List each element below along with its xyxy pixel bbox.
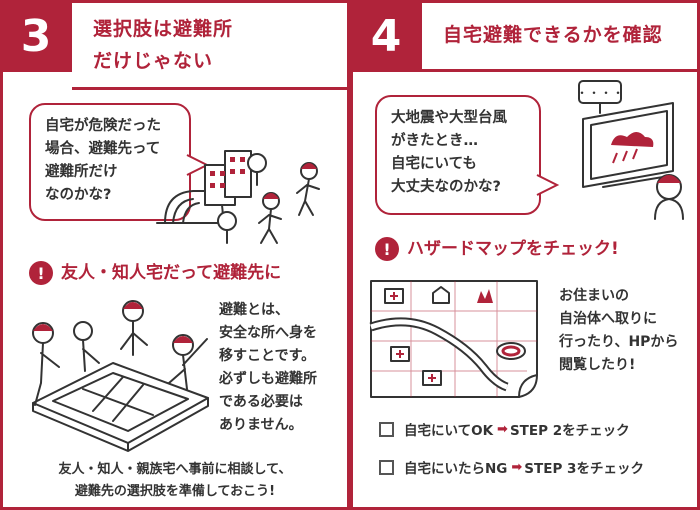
panel-title: 選択肢は避難所 だけじゃない [93,18,234,72]
checkbox[interactable] [379,421,394,437]
title-underline [422,69,697,72]
bubble-tail [536,174,560,196]
subheading: ハザードマップをチェック! [407,239,619,259]
speech-bubble: 大地震や大型台風 がきたとき… 自宅にいても 大丈夫なのかな? [375,95,541,215]
exclamation-icon: ! [29,261,53,285]
footer-note: 友人・知人・親族宅へ事前に相談して、 避難先の選択肢を準備しておこう! [58,462,292,499]
arrow-right-icon: ➡ [497,421,508,437]
panel-title: 自宅避難できるかを確認 [443,24,663,46]
body-text: 避難とは、 安全な所へ身を 移すことです。 必ずしも避難所 である必要は ありま… [219,302,317,433]
step-number: 4 [353,3,422,72]
checkbox[interactable] [379,459,394,475]
evacuating-people-illustration [156,150,320,244]
svg-text:・・・・: ・・・・ [576,86,624,100]
arrow-right-icon: ➡ [511,459,523,475]
people-around-map-illustration [32,300,209,452]
checklist-item-ok[interactable]: 自宅にいてOK ➡ STEP 2をチェック [379,419,630,439]
hazard-map-illustration [369,280,538,398]
speech-bubble: 自宅が危険だった 場合、避難先って 避難所だけ なのかな? [29,103,191,221]
checklist-item-ng[interactable]: 自宅にいたらNG ➡ STEP 3をチェック [379,457,644,477]
exclamation-icon: ! [375,237,399,261]
panel-step-4: 4 自宅避難できるかを確認 大地震や大型台風 がきたとき… 自宅にいても 大丈夫… [350,0,700,510]
subheading: 友人・知人宅だって避難先に [61,263,282,283]
step-number: 3 [3,3,72,72]
title-underline [72,87,347,90]
body-text: お住まいの 自治体へ取りに 行ったり、HPから 閲覧したり! [559,288,679,373]
tv-weather-illustration: ・・・・ [576,80,684,220]
panel-step-3: 3 選択肢は避難所 だけじゃない 自宅が危険だった 場合、避難先って 避難所だけ… [0,0,350,510]
